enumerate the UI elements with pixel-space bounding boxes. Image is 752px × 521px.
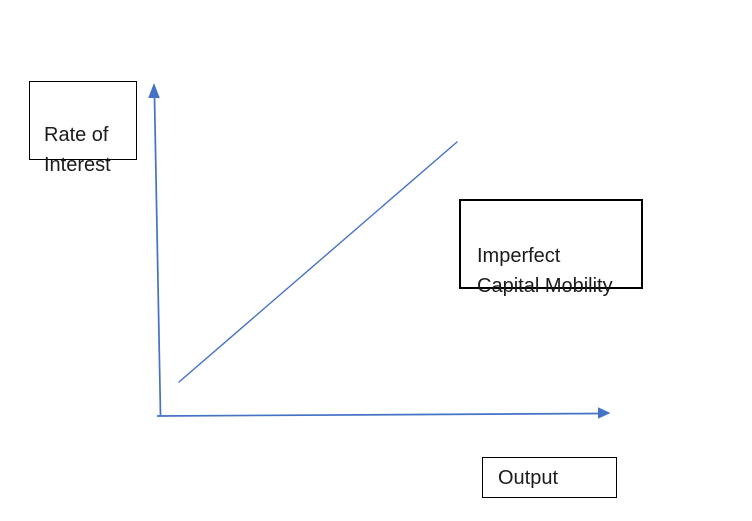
imperfect-capital-mobility-curve <box>178 141 458 383</box>
y-axis-label-box: Rate of Interest <box>29 81 137 176</box>
x-axis-line <box>156 412 600 417</box>
y-axis-line <box>153 96 162 417</box>
curve-label-box: Imperfect Capital Mobility <box>459 199 643 297</box>
curve-label: Imperfect Capital Mobility <box>477 245 613 297</box>
x-axis-arrowhead <box>598 407 611 419</box>
x-axis-label-box: Output <box>482 457 617 498</box>
x-axis-label: Output <box>498 466 559 489</box>
y-axis-arrowhead <box>148 83 160 98</box>
y-axis-label: Rate of Interest <box>44 124 111 176</box>
